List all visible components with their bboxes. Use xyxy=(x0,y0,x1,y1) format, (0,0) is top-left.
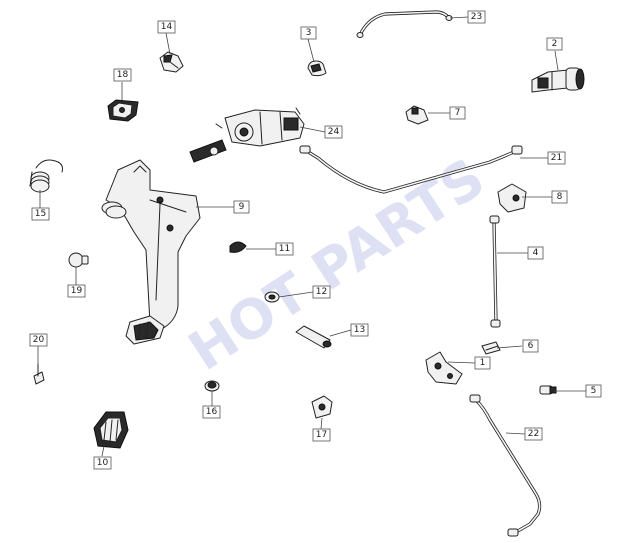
part-10-pedal-pad[interactable] xyxy=(93,411,129,449)
callout-6: 6 xyxy=(522,339,539,353)
part-12-washer[interactable] xyxy=(264,291,280,303)
part-23-hose[interactable] xyxy=(356,10,453,38)
svg-text:13: 13 xyxy=(354,325,365,335)
callout-23: 23 xyxy=(467,10,486,24)
callout-5: 5 xyxy=(585,384,602,398)
svg-text:8: 8 xyxy=(557,192,563,202)
part-8-bracket[interactable] xyxy=(497,183,527,213)
part-18-plate[interactable] xyxy=(107,99,139,122)
callout-2: 2 xyxy=(546,37,563,51)
svg-text:11: 11 xyxy=(279,244,290,254)
svg-text:14: 14 xyxy=(161,22,173,32)
callout-22: 22 xyxy=(524,427,543,441)
svg-text:23: 23 xyxy=(471,12,482,22)
svg-text:9: 9 xyxy=(239,202,245,212)
part-14-bracket[interactable] xyxy=(159,51,184,73)
callout-15: 15 xyxy=(31,207,50,221)
callout-14: 14 xyxy=(157,20,176,34)
svg-text:5: 5 xyxy=(591,386,597,396)
part-15-spring[interactable] xyxy=(29,159,63,193)
part-1-bracket[interactable] xyxy=(425,351,463,385)
part-16-grommet[interactable] xyxy=(204,380,220,392)
svg-text:4: 4 xyxy=(533,248,539,258)
svg-text:16: 16 xyxy=(206,407,218,417)
part-19-knob[interactable] xyxy=(68,252,89,268)
svg-text:10: 10 xyxy=(97,458,109,468)
callout-3: 3 xyxy=(300,26,317,40)
svg-text:12: 12 xyxy=(316,287,327,297)
callout-8: 8 xyxy=(551,190,568,204)
callout-17: 17 xyxy=(312,428,331,442)
callout-10: 10 xyxy=(93,456,112,470)
svg-text:24: 24 xyxy=(328,127,340,137)
svg-text:7: 7 xyxy=(455,108,461,118)
svg-text:1: 1 xyxy=(480,358,486,368)
svg-text:17: 17 xyxy=(316,430,327,440)
callout-13: 13 xyxy=(350,323,369,337)
svg-text:6: 6 xyxy=(528,341,534,351)
part-11-grommet[interactable] xyxy=(229,241,247,253)
leader-lines xyxy=(37,16,586,457)
part-2-slave-cylinder[interactable] xyxy=(531,67,585,93)
svg-text:19: 19 xyxy=(71,286,83,296)
callout-1: 1 xyxy=(474,356,491,370)
part-6-clip[interactable] xyxy=(481,341,501,355)
callout-18: 18 xyxy=(113,68,132,82)
part-4-pipe[interactable] xyxy=(489,215,501,328)
callout-7: 7 xyxy=(449,106,466,120)
svg-text:22: 22 xyxy=(528,429,539,439)
part-9-pedal-assembly[interactable] xyxy=(101,159,201,345)
svg-text:21: 21 xyxy=(551,153,562,163)
callout-21: 21 xyxy=(547,151,566,165)
callout-16: 16 xyxy=(202,405,221,419)
callout-19: 19 xyxy=(67,284,86,298)
part-20-clip[interactable] xyxy=(33,363,45,385)
part-21-pipe[interactable] xyxy=(299,145,523,194)
part-22-pipe[interactable] xyxy=(469,394,542,537)
part-7-clip[interactable] xyxy=(405,105,429,125)
svg-text:2: 2 xyxy=(552,39,558,49)
svg-text:18: 18 xyxy=(117,70,129,80)
svg-text:15: 15 xyxy=(35,209,46,219)
svg-text:20: 20 xyxy=(33,335,45,345)
part-5-fitting[interactable] xyxy=(539,385,557,395)
callout-12: 12 xyxy=(312,285,331,299)
callout-20: 20 xyxy=(29,333,48,347)
part-17-clamp[interactable] xyxy=(311,395,333,419)
callout-4: 4 xyxy=(527,246,544,260)
part-3-clip[interactable] xyxy=(307,60,327,77)
part-13-sleeve[interactable] xyxy=(295,325,332,349)
watermark: HOT PARTS xyxy=(178,146,496,383)
callout-9: 9 xyxy=(233,200,250,214)
callout-24: 24 xyxy=(324,125,343,139)
callout-11: 11 xyxy=(275,242,294,256)
part-24-master-cylinder[interactable] xyxy=(189,107,305,163)
svg-text:3: 3 xyxy=(306,28,312,38)
